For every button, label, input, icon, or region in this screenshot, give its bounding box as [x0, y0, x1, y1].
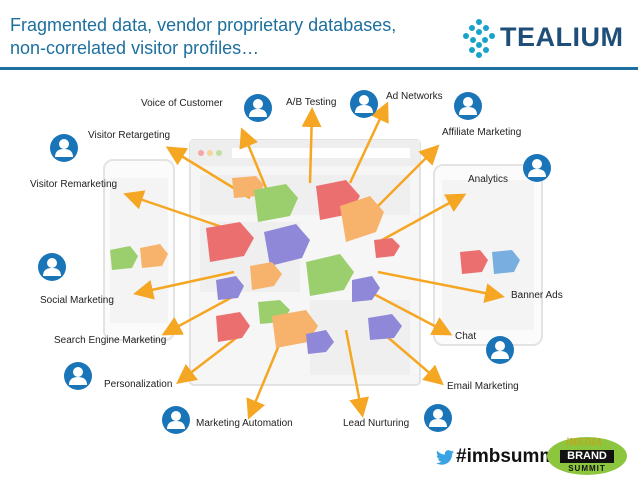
- page-title: Fragmented data, vendor proprietary data…: [10, 14, 450, 60]
- tablet-screen: [442, 180, 534, 330]
- arrow-search-engine-marketing: [161, 293, 237, 336]
- event-hashtag: #imbsummit: [456, 446, 568, 467]
- node-label-search-engine-marketing: Search Engine Marketing: [54, 335, 167, 346]
- price-tag-icon: [374, 238, 400, 258]
- imedia-brand-summit-badge: iMEDIA BRAND SUMMIT: [546, 436, 628, 476]
- tealium-logo-icon: [463, 19, 495, 58]
- price-tag-icon: [460, 250, 488, 274]
- price-tag-icon: [110, 246, 138, 270]
- badge-brand-text: BRAND: [560, 450, 614, 463]
- title-line-1: Fragmented data, vendor proprietary data…: [10, 15, 397, 35]
- price-tag-icon: [216, 312, 250, 342]
- node-label-analytics: Analytics: [468, 174, 509, 185]
- browser-dot-green: [216, 150, 222, 156]
- person-avatar-icon: [38, 253, 66, 281]
- arrow-visitor-remarketing: [123, 190, 226, 230]
- node-label-voice-of-customer: Voice of Customer: [141, 98, 223, 109]
- price-tag-icon: [254, 184, 298, 222]
- price-tag-icon: [340, 196, 384, 242]
- twitter-bird-icon: [436, 450, 454, 465]
- tealium-logo: TEALIUM: [462, 16, 632, 60]
- arrow-ab-testing: [301, 107, 322, 184]
- price-tag-icon: [140, 244, 168, 268]
- person-avatar-icon: [244, 94, 272, 122]
- browser-dot-yellow: [207, 150, 213, 156]
- arrow-affiliate-marketing: [371, 144, 440, 213]
- header-divider: [0, 67, 638, 70]
- person-avatar-icon: [486, 336, 514, 364]
- node-label-social-marketing: Social Marketing: [40, 295, 114, 306]
- person-avatar-icon: [50, 134, 78, 162]
- node-label-ad-networks: Ad Networks: [386, 91, 443, 102]
- browser-dot-red: [198, 150, 204, 156]
- title-line-2: non-correlated visitor profiles…: [10, 38, 260, 58]
- person-avatar-icon: [162, 406, 190, 434]
- node-label-ab-testing: A/B Testing: [286, 97, 337, 108]
- price-tag-icon: [368, 314, 402, 340]
- arrow-social-marketing: [133, 270, 235, 300]
- price-tag-icon: [306, 330, 334, 354]
- arrow-analytics: [381, 193, 467, 242]
- badge-summit-text: SUMMIT: [568, 464, 606, 473]
- node-label-affiliate-marketing: Affiliate Marketing: [442, 127, 522, 138]
- person-avatar-icon: [64, 362, 92, 390]
- arrow-chat: [369, 290, 453, 336]
- browser-address-bar: [232, 148, 410, 158]
- arrow-ad-networks: [348, 101, 389, 184]
- node-label-chat: Chat: [455, 331, 477, 342]
- person-avatar-icon: [350, 90, 378, 118]
- arrow-personalization: [176, 331, 245, 385]
- node-label-marketing-automation: Marketing Automation: [196, 418, 293, 429]
- price-tag-icon: [306, 254, 354, 296]
- person-avatar-icon: [424, 404, 452, 432]
- node-label-personalization: Personalization: [104, 379, 173, 390]
- node-label-lead-nurturing: Lead Nurturing: [343, 418, 410, 429]
- price-tag-icon: [264, 224, 310, 266]
- arrow-banner-ads: [377, 270, 505, 303]
- person-avatar-icon: [454, 92, 482, 120]
- price-tag-icon: [492, 250, 520, 274]
- node-label-visitor-remarketing: Visitor Remarketing: [30, 179, 118, 190]
- person-avatar-icon: [523, 154, 551, 182]
- arrow-lead-nurturing: [344, 329, 369, 418]
- node-label-banner-ads: Banner Ads: [511, 290, 563, 301]
- price-tag-icon: [216, 276, 244, 300]
- price-tag-icon: [250, 262, 282, 290]
- price-tag-icon: [206, 222, 254, 262]
- node-label-visitor-retargeting: Visitor Retargeting: [88, 130, 171, 141]
- node-label-email-marketing: Email Marketing: [447, 381, 519, 392]
- badge-imedia-text: iMEDIA: [566, 437, 603, 448]
- logo-text: TEALIUM: [500, 22, 624, 52]
- price-tag-icon: [352, 276, 380, 302]
- arrow-voice-of-customer: [239, 127, 270, 194]
